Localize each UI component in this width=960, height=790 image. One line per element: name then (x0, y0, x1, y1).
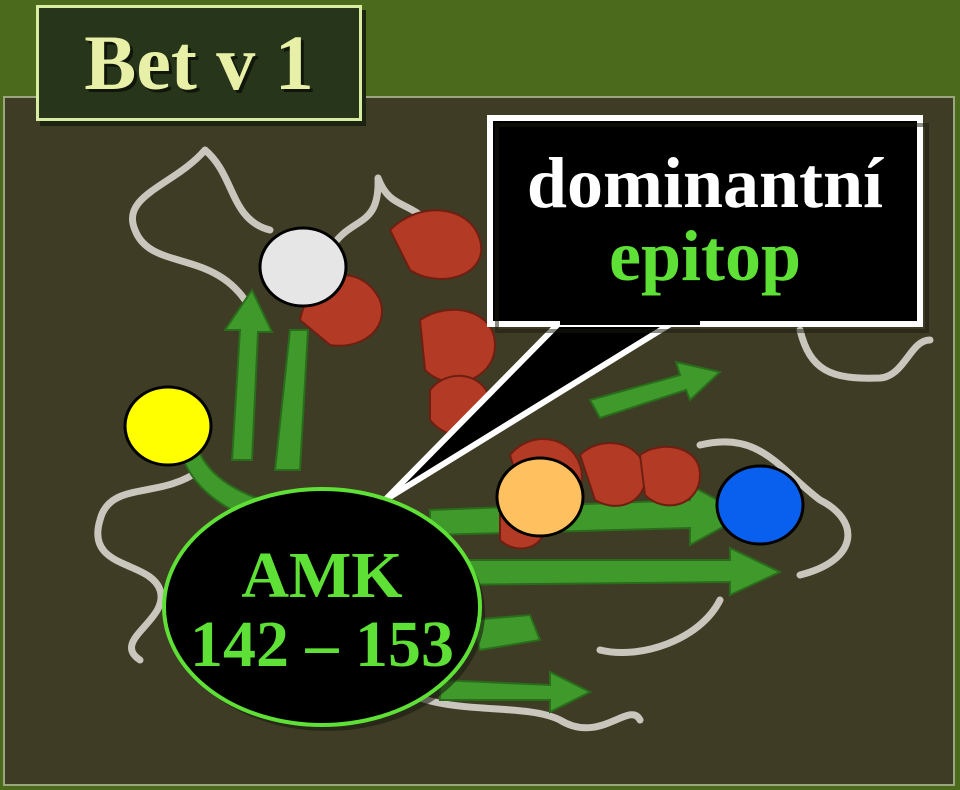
protein-loops (94, 146, 934, 732)
region-label: AMK 142 – 153 (162, 490, 482, 730)
loop-bottom-right (596, 596, 724, 657)
callout-line-dominant: dominantní (526, 142, 884, 223)
orange-epitope-marker (495, 456, 585, 538)
beta-strand-2 (273, 329, 310, 471)
region-ellipse (162, 487, 485, 731)
loop-right (696, 438, 852, 579)
loop-far-right (796, 326, 934, 382)
region-label-range: 142 – 153 (190, 608, 454, 681)
blue-epitope-marker (715, 464, 805, 546)
callout-box (487, 115, 923, 327)
helix-top-2 (388, 209, 483, 280)
beta-strand-6 (588, 360, 723, 420)
callout-line-epitope: epitop (608, 216, 802, 296)
epitope-markers (123, 226, 805, 546)
beta-strand-5 (439, 546, 783, 597)
loop-top (326, 174, 434, 254)
title-text: Bet v 1 (84, 19, 314, 106)
callout-box-shadow (495, 123, 929, 333)
region-label-amk: AMK (241, 538, 403, 612)
beta-strand-1 (223, 287, 274, 461)
region-ellipse-shape (162, 487, 482, 727)
helix-lower-3 (638, 445, 702, 507)
beta-strand-8 (439, 670, 593, 714)
helix-lower-2 (578, 442, 647, 507)
helix-top-3 (418, 308, 497, 384)
loop-top-left (129, 146, 274, 304)
title-box: Bet v 1 (36, 5, 362, 121)
loop-left (94, 466, 204, 664)
yellow-epitope-marker (123, 385, 213, 467)
loop-bottom (386, 676, 644, 732)
white-epitope-marker (258, 226, 348, 308)
callout-text: dominantní epitop (492, 120, 918, 320)
callout (382, 115, 929, 503)
